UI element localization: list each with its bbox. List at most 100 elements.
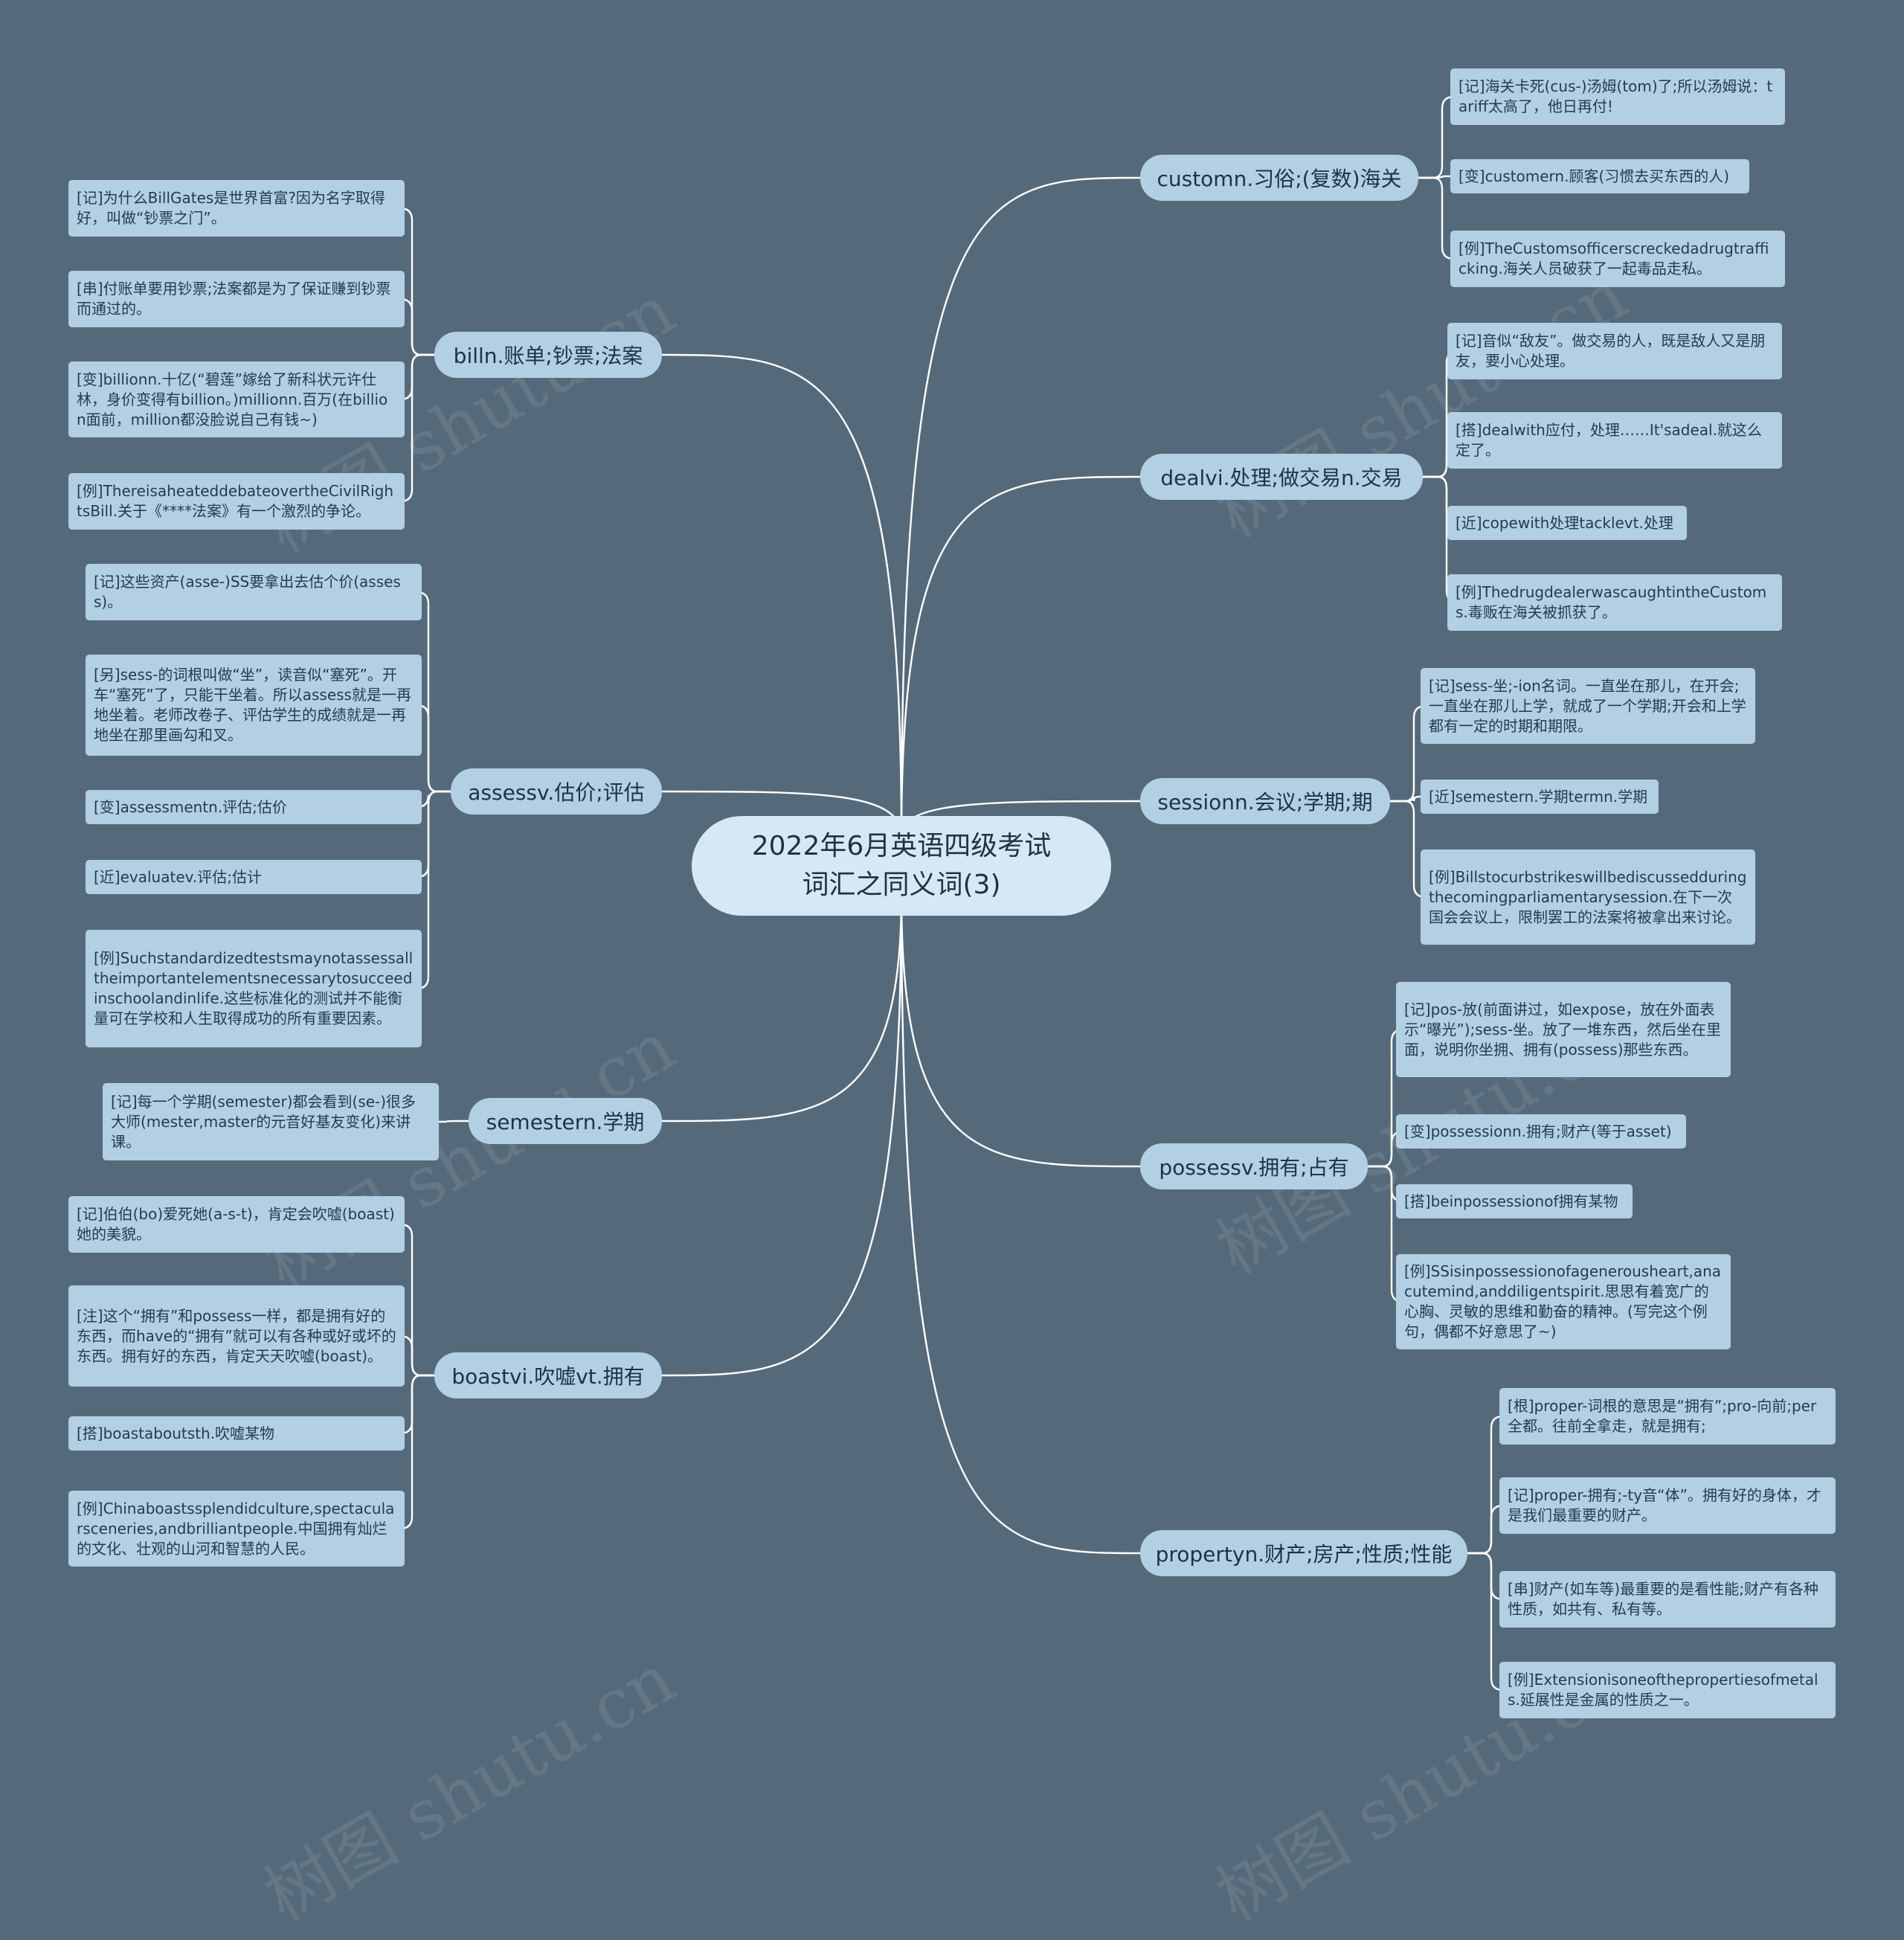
leaf-text: [例]SSisinpossessionofagenerousheart,anac… [1404, 1262, 1722, 1340]
leaf-note[interactable]: [记]为什么BillGates是世界首富?因为名字取得好，叫做“钞票之门”。 [68, 180, 405, 237]
connector-property-leaf [1467, 1552, 1504, 1601]
connector-custom-leaf [1418, 176, 1455, 260]
branch-assess[interactable]: assessv.估价;评估 [451, 768, 662, 815]
leaf-text: [例]TheCustomsofficerscreckedadrugtraffic… [1458, 240, 1769, 277]
connector-bill-leaf [399, 298, 434, 356]
leaf-text: [近]copewith处理tacklevt.处理 [1456, 513, 1673, 532]
leaf-note[interactable]: [搭]dealwith应付，处理……It'sadeal.就这么定了。 [1447, 412, 1782, 469]
branch-label: sessionn.会议;学期;期 [1157, 790, 1373, 815]
leaf-text: [记]音似“敌友”。做交易的人，既是敌人又是朋友，要小心处理。 [1456, 332, 1766, 370]
leaf-text: [例]Chinaboastssplendidculture,spectacula… [77, 1499, 395, 1558]
connector-boast-leaf [399, 1374, 434, 1435]
leaf-note[interactable]: [变]customern.顾客(习惯去买东西的人) [1450, 159, 1749, 193]
branch-bill[interactable]: billn.账单;钞票;法案 [434, 332, 662, 378]
leaf-text: [近]semestern.学期termn.学期 [1429, 787, 1648, 806]
leaf-text: [串]财产(如车等)最重要的是看性能;财产有各种性质，如共有、私有等。 [1508, 1580, 1818, 1618]
leaf-note[interactable]: [另]sess-的词根叫做“坐”，读音似“塞死”。开车“塞死”了，只能干坐着。所… [86, 655, 422, 756]
branch-label: possessv.拥有;占有 [1159, 1155, 1349, 1180]
leaf-note[interactable]: [串]财产(如车等)最重要的是看性能;财产有各种性质，如共有、私有等。 [1499, 1571, 1836, 1628]
branch-label: dealvi.处理;做交易n.交易 [1160, 466, 1403, 490]
leaf-note[interactable]: [搭]beinpossessionof拥有某物 [1396, 1184, 1633, 1218]
connector-root-possess [900, 895, 1141, 1168]
leaf-note[interactable]: [例]ThereisaheateddebateovertheCivilRight… [68, 473, 405, 530]
leaf-text: [记]pos-放(前面讲过，如expose，放在外面表示“曝光”);sess-坐… [1404, 1000, 1722, 1059]
leaf-note[interactable]: [记]pos-放(前面讲过，如expose，放在外面表示“曝光”);sess-坐… [1396, 982, 1731, 1077]
leaf-text: [变]assessmentn.评估;估价 [94, 797, 287, 816]
leaf-text: [搭]boastaboutsth.吹嘘某物 [77, 1424, 275, 1442]
leaf-text: [串]付账单要用钞票;法案都是为了保证赚到钞票而通过的。 [77, 280, 391, 318]
leaf-note[interactable]: [近]semestern.学期termn.学期 [1421, 780, 1659, 814]
leaf-note[interactable]: [搭]boastaboutsth.吹嘘某物 [68, 1416, 405, 1451]
leaf-text: [变]possessionn.拥有;财产(等于asset) [1404, 1122, 1672, 1140]
leaf-text: [例]ThedrugdealerwascaughtintheCustoms.毒贩… [1456, 583, 1767, 621]
connector-bill-leaf [399, 353, 434, 401]
connector-lines [399, 95, 1504, 1692]
leaf-note[interactable]: [记]音似“敌友”。做交易的人，既是敌人又是朋友，要小心处理。 [1447, 323, 1782, 379]
leaf-note[interactable]: [近]copewith处理tacklevt.处理 [1447, 506, 1687, 540]
leaf-note[interactable]: [根]proper-词根的意思是“拥有”;pro-向前;per全都。往前全拿走，… [1499, 1388, 1836, 1445]
leaf-note[interactable]: [记]海关卡死(cus-)汤姆(tom)了;所以汤姆说：tariff太高了，他日… [1450, 68, 1785, 125]
connector-root-boast [661, 895, 903, 1377]
branch-label: customn.习俗;(复数)海关 [1157, 167, 1402, 191]
branch-label: billn.账单;钞票;法案 [453, 344, 643, 368]
leaf-note[interactable]: [例]Suchstandardizedtestsmaynotassessallt… [86, 930, 422, 1047]
root-title-line-2: 词汇之同义词(3) [802, 870, 1001, 900]
connector-semester-leaf [439, 1120, 469, 1123]
branch-label: semestern.学期 [486, 1110, 645, 1134]
leaf-text: [记]为什么BillGates是世界首富?因为名字取得好，叫做“钞票之门”。 [77, 189, 385, 227]
leaf-text: [记]这些资产(asse-)SS要拿出去估个价(assess)。 [94, 573, 401, 611]
connector-root-deal [900, 475, 1141, 837]
leaf-note[interactable]: [例]TheCustomsofficerscreckedadrugtraffic… [1450, 231, 1785, 287]
leaf-note[interactable]: [例]Chinaboastssplendidculture,spectacula… [68, 1491, 405, 1567]
connector-root-bill [661, 353, 903, 837]
leaf-note[interactable]: [记]这些资产(asse-)SS要拿出去估个价(assess)。 [86, 564, 422, 620]
branch-custom[interactable]: customn.习俗;(复数)海关 [1140, 155, 1418, 201]
branch-label: boastvi.吹嘘vt.拥有 [451, 1364, 645, 1389]
mind-map: 树图 shutu.cn 树图 shutu.cn 树图 shutu.cn 树图 s… [68, 68, 1836, 1937]
leaf-text: [近]evaluatev.评估;估计 [94, 867, 263, 886]
branch-possess[interactable]: possessv.拥有;占有 [1140, 1143, 1368, 1189]
connector-boast-leaf [399, 1223, 434, 1377]
leaf-text: [搭]beinpossessionof拥有某物 [1404, 1192, 1618, 1210]
leaf-note[interactable]: [注]这个“拥有”和possess一样，都是拥有好的东西，而have的“拥有”就… [68, 1285, 405, 1387]
leaf-text: [例]ThereisaheateddebateovertheCivilRight… [77, 482, 394, 520]
leaf-note[interactable]: [变]assessmentn.评估;估价 [86, 790, 422, 824]
branch-boast[interactable]: boastvi.吹嘘vt.拥有 [434, 1352, 662, 1398]
leaf-note[interactable]: [记]sess-坐;-ion名词。一直坐在那儿，在开会;一直坐在那儿上学，就成了… [1421, 668, 1755, 744]
leaf-note[interactable]: [记]伯伯(bo)爱死她(a-s-t)，肯定会吹嘘(boast)她的美貌。 [68, 1196, 405, 1253]
leaf-text: [记]伯伯(bo)爱死她(a-s-t)，肯定会吹嘘(boast)她的美貌。 [77, 1205, 395, 1243]
connector-property-leaf [1467, 1504, 1504, 1555]
leaf-note[interactable]: [例]Billstocurbstrikeswillbediscussedduri… [1421, 849, 1755, 945]
leaf-note[interactable]: [记]proper-拥有;-ty音“体”。拥有好的身体，才是我们最重要的财产。 [1499, 1477, 1836, 1534]
leaf-note[interactable]: [例]Extensionisoneofthepropertiesofmetals… [1499, 1662, 1836, 1718]
connector-custom-leaf [1418, 95, 1455, 179]
connector-bill-leaf [399, 207, 434, 356]
connector-boast-leaf [399, 1374, 434, 1530]
leaf-note[interactable]: [变]billionn.十亿(“碧莲”嫁给了新科状元许仕林，身价变得有billi… [68, 362, 405, 437]
leaf-note[interactable]: [例]SSisinpossessionofagenerousheart,anac… [1396, 1254, 1731, 1349]
branch-session[interactable]: sessionn.会议;学期;期 [1140, 778, 1390, 824]
leaf-note[interactable]: [变]possessionn.拥有;财产(等于asset) [1396, 1114, 1686, 1149]
root-title-line-1: 2022年6月英语四级考试 [751, 831, 1052, 861]
leaf-note[interactable]: [近]evaluatev.评估;估计 [86, 860, 422, 894]
leaf-text: [记]海关卡死(cus-)汤姆(tom)了;所以汤姆说：tariff太高了，他日… [1458, 77, 1773, 115]
leaf-text: [例]Billstocurbstrikeswillbediscussedduri… [1429, 867, 1747, 926]
leaf-text: [变]billionn.十亿(“碧莲”嫁给了新科状元许仕林，身价变得有billi… [77, 370, 388, 428]
leaf-text: [例]Extensionisoneofthepropertiesofmetals… [1508, 1671, 1818, 1709]
connector-bill-leaf [399, 353, 434, 503]
connector-root-semester [661, 895, 903, 1122]
leaf-text: [根]proper-词根的意思是“拥有”;pro-向前;per全都。往前全拿走，… [1508, 1397, 1817, 1435]
leaf-note[interactable]: [记]每一个学期(semester)都会看到(se-)很多大师(mester,m… [103, 1083, 439, 1160]
branch-property[interactable]: propertyn.财产;房产;性质;性能 [1140, 1530, 1467, 1576]
leaf-text: [记]proper-拥有;-ty音“体”。拥有好的身体，才是我们最重要的财产。 [1508, 1486, 1821, 1524]
branch-semester[interactable]: semestern.学期 [469, 1098, 662, 1144]
root-topic[interactable]: 2022年6月英语四级考试 词汇之同义词(3) [692, 816, 1111, 916]
leaf-note[interactable]: [串]付账单要用钞票;法案都是为了保证赚到钞票而通过的。 [68, 271, 405, 327]
leaf-text: [搭]dealwith应付，处理……It'sadeal.就这么定了。 [1456, 421, 1762, 459]
connector-root-property [900, 895, 1141, 1555]
connector-boast-leaf [399, 1334, 434, 1377]
branch-deal[interactable]: dealvi.处理;做交易n.交易 [1140, 454, 1423, 500]
leaf-text: [记]sess-坐;-ion名词。一直坐在那儿，在开会;一直坐在那儿上学，就成了… [1429, 676, 1746, 735]
leaf-note[interactable]: [例]ThedrugdealerwascaughtintheCustoms.毒贩… [1447, 574, 1782, 631]
leaf-text: [变]customern.顾客(习惯去买东西的人) [1458, 167, 1730, 185]
